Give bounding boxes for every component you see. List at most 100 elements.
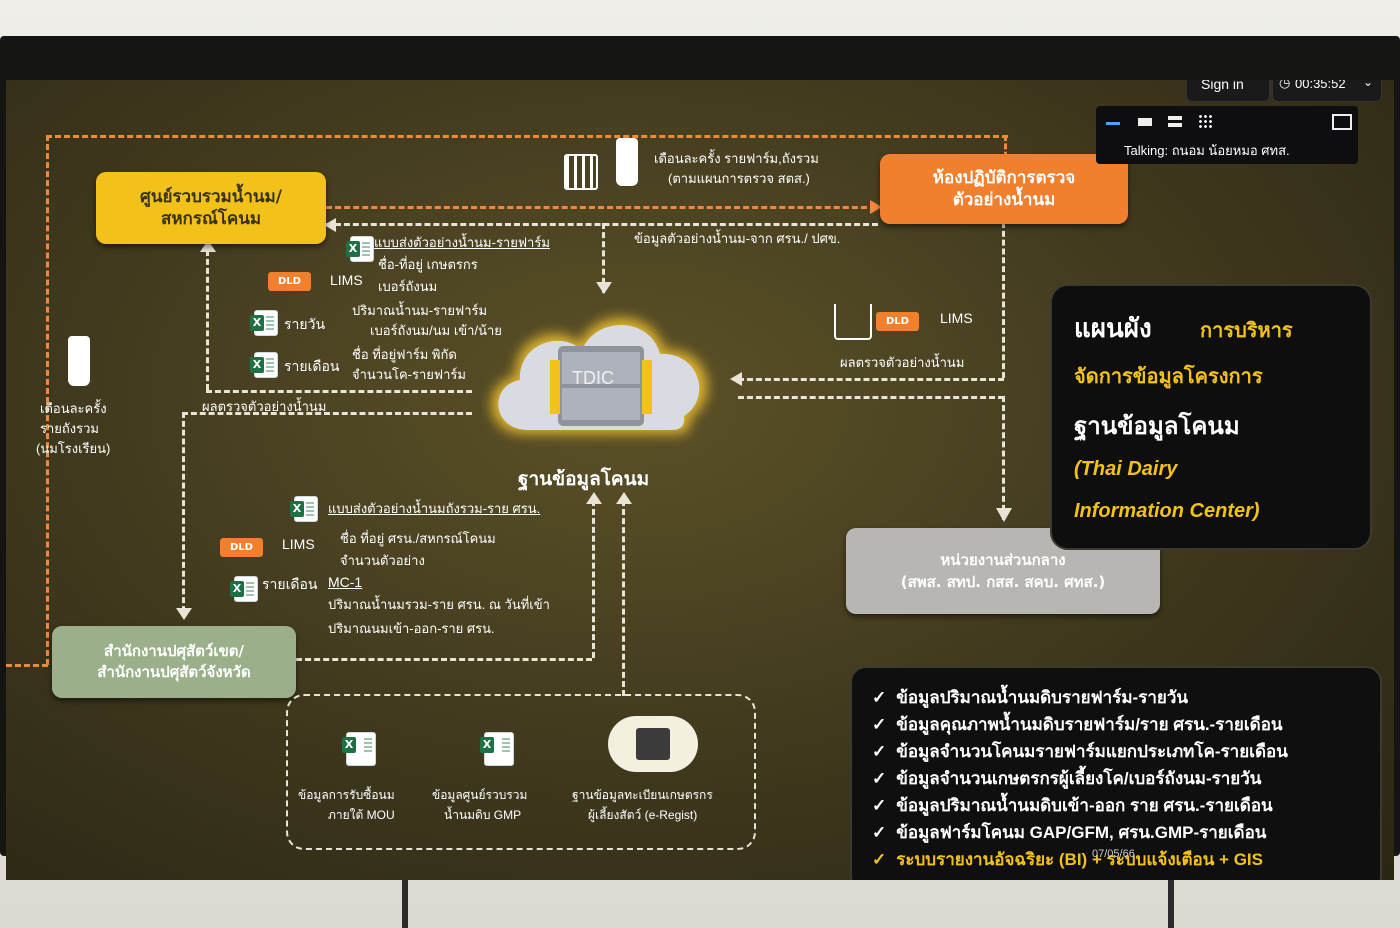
source-sub: ผู้เลี้ยงสัตว์ (e-Regist) [588,808,698,822]
clock-icon: ◷ [1279,80,1291,90]
dld-badge: DLD [876,312,919,331]
title-panel: แผนผัง การบริหาร จัดการข้อมูลโครงการ ฐาน… [1050,284,1372,550]
milk-io-label: ปริมาณนมเข้า-ออก-ราย ศรน. [328,621,495,636]
milk-bottle-icon [68,336,90,386]
lab-node: ห้องปฏิบัติการตรวจ ตัวอย่างน้ำนม [880,154,1128,224]
farmer-addr-label: ชื่อ-ที่อยู่ เกษตรกร [378,257,478,272]
school-label-3: (นมโรงเรียน) [36,441,111,456]
lims-label: LIMS [330,272,363,288]
title-line-1a: แผนผัง [1074,313,1152,343]
strip-view-icon[interactable] [1138,118,1152,126]
connector-left-stub [6,664,48,667]
title-line-5: Information Center) [1074,500,1260,522]
connector-cloud-office [182,412,472,415]
farm-addr-label: ชื่อ ที่อยู่ฟาร์ม พิกัด [352,347,457,362]
connector-central-down [1002,396,1005,520]
presentation-screen: ศูนย์รวบรวมน้ำนม/ สหกรณ์โคนม ห้องปฏิบัติ… [6,80,1394,880]
arrow-up-sources [616,492,632,504]
chevron-down-icon: ⌄ [1363,80,1374,89]
arrow-down-office [176,608,192,620]
tv-stand-left [402,856,408,928]
tdic-cloud: TDIC [476,302,726,452]
checklist-item: ✓ข้อมูลปริมาณน้ำนมดิบรายฟาร์ม-รายวัน [872,688,1188,707]
talking-indicator: Talking: ถนอม น้อยหมอ ศทส. [1124,143,1290,158]
tank-in-out-label: เบอร์ถังนม/นม เข้า/น้าย [370,323,502,338]
cow-count-label: จำนวนโค-รายฟาร์ม [352,367,466,382]
lab-top-label: เดือนละครั้ง รายฟาร์ม,ถังรวม [654,151,819,166]
connector-lab-down [1002,222,1005,378]
checklist-item: ✓ข้อมูลจำนวนโคนมรายฟาร์มแยกประเภทโค-รายเ… [872,742,1288,761]
source-name: ฐานข้อมูลทะเบียนเกษตรกร [572,788,713,802]
excel-icon [290,496,318,522]
form-tank-label: แบบส่งตัวอย่างน้ำนมถังรวม-ราย ศรน. [328,501,541,516]
minimize-view-icon[interactable] [1106,122,1120,125]
title-line-2: จัดการข้อมูลโครงการ [1074,366,1263,388]
pip-icon[interactable] [1332,114,1352,130]
source-sub: น้ำนมดิบ GMP [444,808,522,822]
meeting-timer[interactable]: ◷ 00:35:52 ⌄ [1272,80,1382,102]
connector-down-cloud [602,223,605,293]
title-line-3: ฐานข้อมูลโคนม [1074,413,1240,440]
connector-left-orange [46,135,49,665]
arrow-right-lab [870,200,882,214]
download-icon [834,304,872,340]
dld-badge: DLD [220,538,263,557]
sign-in-label: Sign in [1201,80,1244,92]
source-name: ข้อมูลการรับซื้อนม [298,788,395,802]
school-label-2: รายถังรวม [40,421,99,436]
sign-in-button[interactable]: Sign in [1186,80,1270,102]
excel-icon [250,352,278,378]
arrow-down-cloud [596,282,612,294]
milk-result-right-label: ผลตรวจตัวอย่างน้ำนม [840,355,965,370]
sources-box: ข้อมูลการรับซื้อนม ภายใต้ MOU ข้อมูลศูนย… [286,694,756,850]
connector-center-to-lab [326,206,876,209]
tv-frame: ศูนย์รวบรวมน้ำนม/ สหกรณ์โคนม ห้องปฏิบัติ… [0,36,1400,880]
excel-icon [342,732,376,766]
monthly-label: รายเดือน [284,358,340,374]
excel-icon [346,236,374,262]
source-name: ข้อมูลศูนย์รวบรวม [432,788,528,802]
cloud-label: TDIC [572,368,614,388]
checklist-item: ✓ข้อมูลคุณภาพน้ำนมดิบรายฟาร์ม/ราย ศรน.-ร… [872,715,1283,734]
timer-value: 00:35:52 [1295,80,1346,91]
title-line-4: (Thai Dairy [1074,458,1178,480]
grid-view-icon[interactable] [1198,114,1212,128]
excel-icon [480,732,514,766]
list-view-icon[interactable] [1168,116,1182,128]
source-sub: ภายใต้ MOU [328,808,395,822]
connector-left-up [206,250,209,390]
arrow-up-office [586,492,602,504]
arrow-left-center [324,218,336,232]
deliverables-checklist: ✓ข้อมูลปริมาณน้ำนมดิบรายฟาร์ม-รายวัน ✓ข้… [850,666,1382,880]
lab-top-label-2: (ตามแผนการตรวจ สตส.) [668,171,810,186]
cloud-icon [491,317,708,434]
school-label-1: เดือนละครั้ง [40,401,107,416]
arrow-left-cloud [730,372,742,386]
excel-icon [230,576,258,602]
checklist-item: ✓ข้อมูลจำนวนเกษตรกรผู้เลี้ยงโค/เบอร์ถังน… [872,769,1262,788]
connector-office-cloud [296,658,592,661]
connector-sources-up [622,500,625,696]
tv-stand-right [1168,856,1174,928]
excel-icon [250,310,278,336]
connector-cloud-central [738,396,1004,399]
mc1-label: MC-1 [328,574,363,590]
sample-count-label: จำนวนตัวอย่าง [340,553,425,568]
connector-result-left [206,390,472,393]
sample-from-label: ข้อมูลตัวอย่างน้ำนม-จาก ศรน./ ปศข. [634,231,841,246]
lims-label: LIMS [282,536,315,552]
test-tubes-icon [564,154,598,190]
monthly-mc-label: รายเดือน [262,576,318,592]
database-cloud-icon [608,716,698,772]
lims-label: LIMS [940,310,973,326]
milk-qty-farm-label: ปริมาณน้ำนม-รายฟาร์ม [352,303,488,318]
connector-office-down [182,412,185,612]
checklist-item: ✓ข้อมูลฟาร์มโคนม GAP/GFM, ศรน.GMP-รายเดื… [872,823,1267,842]
cloud-caption: ฐานข้อมูลโคนม [518,469,650,490]
milk-bottle-icon [616,138,638,186]
title-line-1b: การบริหาร [1200,320,1293,342]
checklist-item: ✓ข้อมูลปริมาณน้ำนมดิบเข้า-ออก ราย ศรน.-ร… [872,796,1273,815]
arrow-down-central [996,508,1012,522]
center-addr-label: ชื่อ ที่อยู่ ศรน./สหกรณ์โคนม [340,531,496,546]
daily-label: รายวัน [284,316,326,332]
